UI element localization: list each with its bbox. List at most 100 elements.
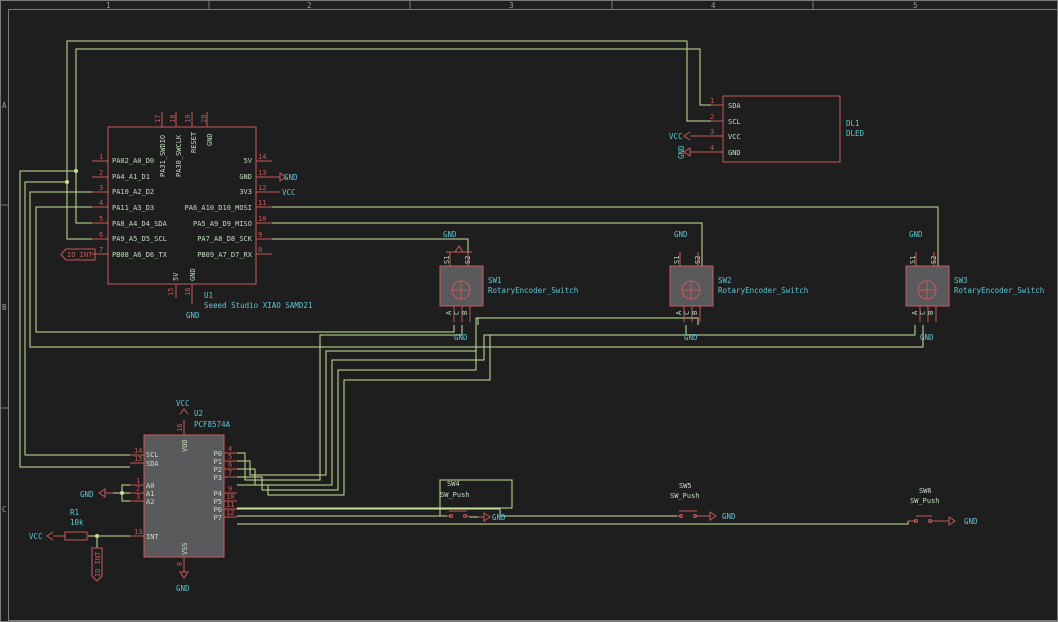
u1-pin-num-11: 11 xyxy=(258,199,266,207)
gnd-label-sw2-top: GND xyxy=(674,230,688,239)
u2-pin-num-15: 15 xyxy=(134,455,142,463)
gnd-label-sw1-top: GND xyxy=(443,230,457,239)
u2-pin-label-p7: P7 xyxy=(214,514,222,522)
sw3-pin-a: A xyxy=(911,310,919,315)
gnd-label-u2-addr: GND xyxy=(80,490,94,499)
frame-row-c: C xyxy=(2,505,7,514)
u2-pin-num-12: 12 xyxy=(226,509,234,517)
u1-pin-label-4: PA11_A3_D3 xyxy=(112,204,154,212)
u1-pin-label-11: PA6_A10_D10_MOSI xyxy=(185,204,252,212)
u2-pin-label-int: INT xyxy=(146,533,159,541)
sw6-reference: SW6 xyxy=(919,487,932,495)
u1-pin-num-19: 19 xyxy=(184,115,192,123)
u1-pin-label-14: 5V xyxy=(244,157,253,165)
u2-pin-label-p4: P4 xyxy=(214,490,222,498)
u1-pin-num-8: 8 xyxy=(258,246,262,254)
u1-pin-num-13: 13 xyxy=(258,169,266,177)
u1-pin-label-15: 5V xyxy=(172,272,180,281)
u1-pin-num-14: 14 xyxy=(258,153,266,161)
gnd-label-u1-13: GND xyxy=(284,173,298,182)
u2-pin-num-7: 7 xyxy=(228,469,232,477)
sw1-pin-c: C xyxy=(453,311,461,315)
u2-pin-label-vss: VSS xyxy=(181,542,189,555)
u1-pin-label-9: PA7_A8_D8_SCK xyxy=(197,235,253,243)
sw3-pin-b: B xyxy=(927,311,935,315)
sw4-value: SW_Push xyxy=(440,491,470,499)
sw1-reference: SW1 xyxy=(488,276,502,285)
u1-pin-num-2: 2 xyxy=(99,169,103,177)
u1-body xyxy=(107,126,257,285)
u1-pin-label-7: PB08_A6_D6_TX xyxy=(112,251,168,259)
u1-pin-num-6: 6 xyxy=(99,231,103,239)
io-int-label-u2[interactable]: IO_INT xyxy=(91,547,103,582)
sw3-pin-c: C xyxy=(919,311,927,315)
push-sw5[interactable]: SW5 SW_Push GND xyxy=(670,482,736,521)
frame-row-a: A xyxy=(2,101,7,110)
dl1-pin-label-1: SDA xyxy=(728,102,741,110)
gnd-label-sw3-top: GND xyxy=(909,230,923,239)
sw1-pin-b: B xyxy=(461,311,469,315)
u1-pin-label-19: RESET xyxy=(190,131,198,153)
wires xyxy=(19,40,939,548)
r1-body xyxy=(64,531,88,541)
push-sw4[interactable]: SW4 SW_Push GND xyxy=(440,480,506,522)
junctions xyxy=(65,169,124,538)
dl1-display[interactable]: SDA SCL VCC GND 1 2 3 4 DL1 DLED VCC GND xyxy=(669,95,865,163)
frame-col-4: 4 xyxy=(711,1,716,10)
u2-pin-num-5: 5 xyxy=(228,453,232,461)
frame-col-2: 2 xyxy=(307,1,312,10)
u2-pin-num-10: 10 xyxy=(226,493,234,501)
sw3-value: RotaryEncoder_Switch xyxy=(954,286,1044,295)
u1-pin-label-20: GND xyxy=(206,133,214,146)
u2-pin-label-sda: SDA xyxy=(146,460,159,468)
u1-pin-label-5: PA8_A4_D4_SDA xyxy=(112,220,168,228)
u2-pin-num-3: 3 xyxy=(136,493,140,501)
u1-pin-label-3: PA10_A2_D2 xyxy=(112,188,154,196)
gnd-label-u1-16: GND xyxy=(186,311,200,320)
sw3-pin-s2: S2 xyxy=(930,256,938,264)
u1-pin-label-2: PA4_A1_D1 xyxy=(112,173,150,181)
u1-reference: U1 xyxy=(204,291,213,300)
gnd-label-sw2-bottom: GND xyxy=(684,333,698,342)
dl1-pin-num-4: 4 xyxy=(710,144,714,152)
u2-pin-num-9: 9 xyxy=(228,485,232,493)
push-sw6[interactable]: SW6 SW_Push GND xyxy=(908,487,978,526)
u2-pin-label-p5: P5 xyxy=(214,498,222,506)
encoder-sw3[interactable]: S1 S2 A C B SW3 RotaryEncoder_Switch GND… xyxy=(905,230,1044,342)
u2-pin-label-a2: A2 xyxy=(146,498,154,506)
r1-resistor[interactable]: R1 10k VCC xyxy=(29,508,88,541)
encoder-sw1[interactable]: S1 S2 A C B SW1 RotaryEncoder_Switch GND… xyxy=(439,230,578,342)
u1-pin-label-12: 3V3 xyxy=(239,188,252,196)
u2-pin-num-11: 11 xyxy=(226,501,234,509)
dl1-pin-label-4: GND xyxy=(728,149,741,157)
sw2-pin-b: B xyxy=(691,311,699,315)
gnd-label-sw6: GND xyxy=(964,517,978,526)
sw1-value: RotaryEncoder_Switch xyxy=(488,286,578,295)
sw2-reference: SW2 xyxy=(718,276,732,285)
u1-pin-num-15: 15 xyxy=(167,288,175,296)
gnd-label-u2: GND xyxy=(176,584,190,593)
u2-pin-label-a1: A1 xyxy=(146,490,154,498)
dl1-pin-label-3: VCC xyxy=(728,133,741,141)
u2-pin-num-2: 2 xyxy=(136,485,140,493)
gnd-label-sw4: GND xyxy=(492,513,506,522)
r1-reference: R1 xyxy=(70,508,79,517)
u2-pin-label-p0: P0 xyxy=(214,450,222,458)
u1-pin-num-7: 7 xyxy=(99,246,103,254)
u1-pin-label-16: GND xyxy=(189,268,197,281)
vcc-label-u1-3v3: VCC xyxy=(282,188,296,197)
sw1-pin-a: A xyxy=(445,310,453,315)
u2-pcf8574a[interactable]: SCL SDA A0 A1 A2 INT 14 15 1 2 3 13 P0 P… xyxy=(80,399,237,593)
sw1-pin-s1: S1 xyxy=(443,256,451,264)
u2-pin-label-p1: P1 xyxy=(214,458,222,466)
dl1-pin-label-2: SCL xyxy=(728,118,741,126)
u1-pin-label-1: PA02_A0_D0 xyxy=(112,157,154,165)
encoder-sw2[interactable]: S1 S2 A C B SW2 RotaryEncoder_Switch GND… xyxy=(669,230,808,342)
io-int-label-u1[interactable]: IO_INT xyxy=(60,248,108,261)
sw2-value: RotaryEncoder_Switch xyxy=(718,286,808,295)
sw5-value: SW_Push xyxy=(670,492,700,500)
vcc-label-u2: VCC xyxy=(176,399,190,408)
u1-xiao[interactable]: PA02_A0_D0 PA4_A1_D1 PA10_A2_D2 PA11_A3_… xyxy=(92,112,312,310)
u2-pin-num-8: 8 xyxy=(176,562,184,566)
u1-value: Seeed Studio XIAO SAMD21 xyxy=(204,301,312,310)
